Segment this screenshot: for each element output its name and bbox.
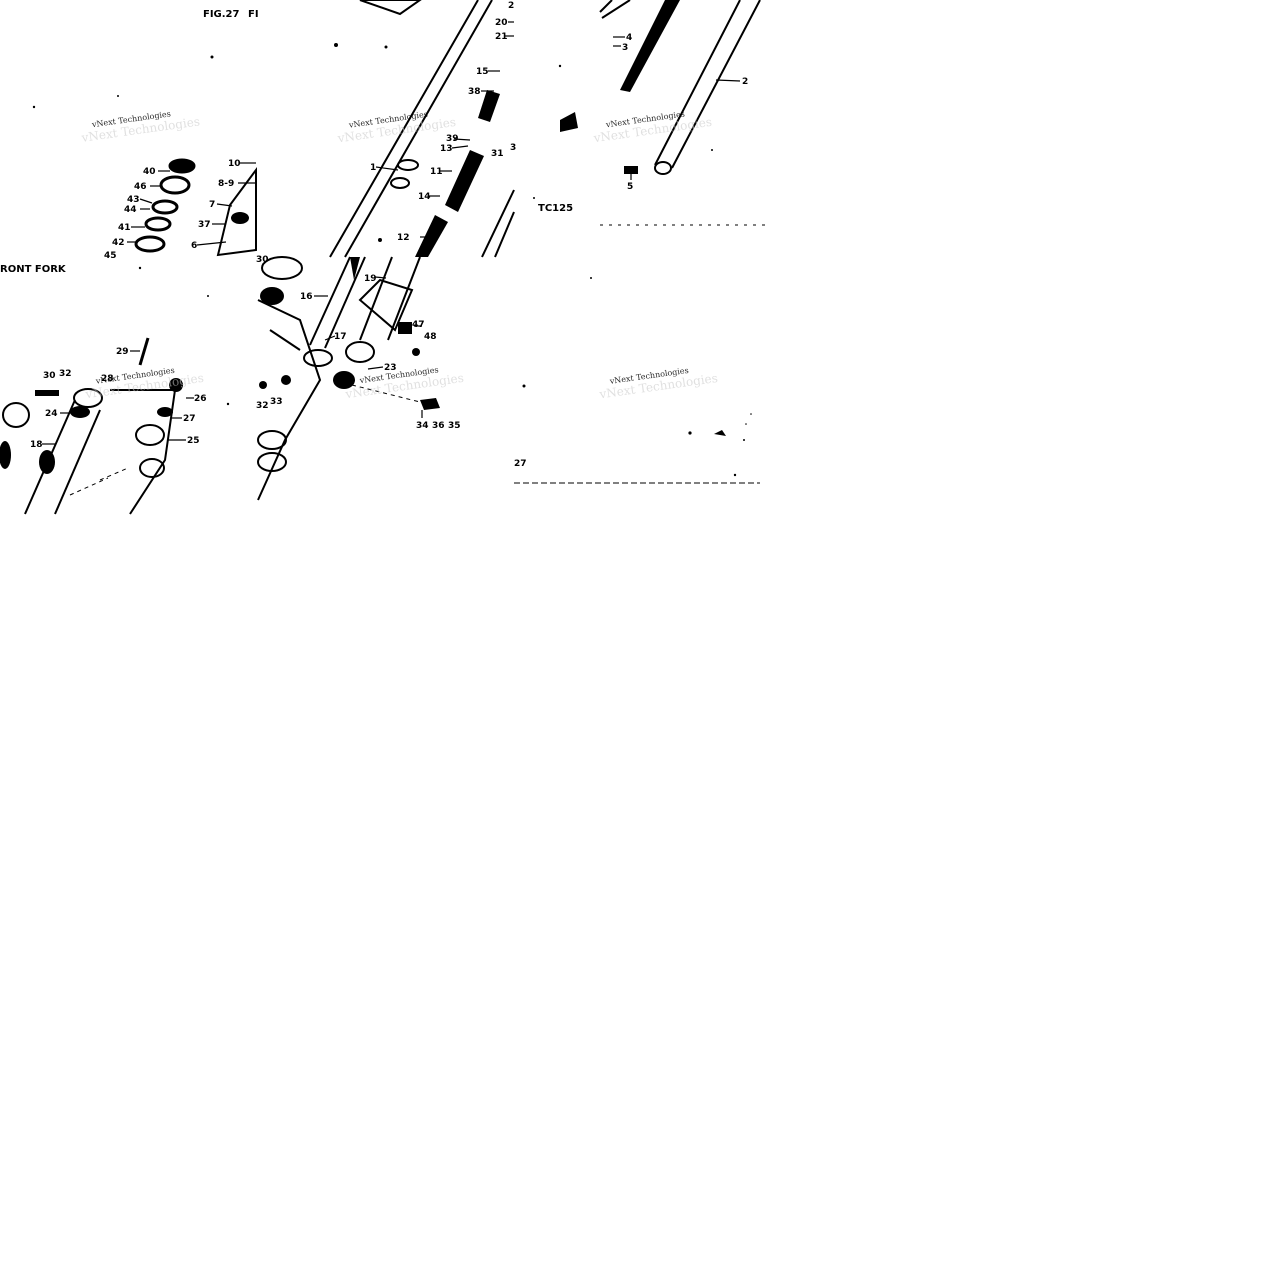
callout-39: 39 bbox=[446, 134, 459, 144]
callout-15: 15 bbox=[476, 67, 489, 77]
callout-41: 41 bbox=[118, 223, 131, 233]
callout-7: 7 bbox=[209, 200, 215, 210]
callout-40: 40 bbox=[143, 167, 156, 177]
callout-35-frag: 3 bbox=[510, 143, 516, 153]
bolt-29 bbox=[138, 337, 150, 366]
callout-44: 44 bbox=[124, 205, 137, 215]
callout-3: 3 bbox=[622, 43, 628, 53]
stem-nut bbox=[231, 212, 249, 224]
front-fork-title-fragment: RONT FORK bbox=[0, 264, 67, 275]
lower-hardware-left bbox=[0, 378, 183, 474]
callout-35: 35 bbox=[448, 421, 461, 431]
callout-5: 5 bbox=[627, 182, 633, 192]
callout-30: 30 bbox=[43, 371, 56, 381]
callout-24: 24 bbox=[45, 409, 58, 419]
callout-23: 23 bbox=[384, 363, 397, 373]
callout-45: 45 bbox=[104, 251, 117, 261]
callout-25: 25 bbox=[187, 436, 200, 446]
tile-top-middle: 1 11 14 12 15 38 13 39 31 3 20 21 2 vNex… bbox=[329, 0, 516, 258]
callout-27-b: 27 bbox=[514, 459, 527, 469]
callout-leaders-bm bbox=[314, 276, 423, 418]
callout-33: 33 bbox=[270, 397, 283, 407]
dashed-guide-bm bbox=[351, 384, 421, 403]
callout-2: 2 bbox=[742, 77, 748, 87]
figure-title-fragment: FI bbox=[248, 9, 259, 20]
callout-47: 47 bbox=[412, 320, 425, 330]
callout-43: 43 bbox=[127, 195, 140, 205]
callout-10: 10 bbox=[228, 159, 241, 169]
callout-19: 19 bbox=[364, 274, 377, 284]
figure-label: FIG.27 bbox=[203, 9, 240, 20]
callout-27: 27 bbox=[183, 414, 196, 424]
tile-bottom-left: RONT FORK 29 30 32 28 26 27 bbox=[0, 264, 230, 515]
callout-32-b: 32 bbox=[256, 401, 269, 411]
stem-fragment bbox=[216, 166, 257, 257]
callout-18: 18 bbox=[30, 440, 43, 450]
fork-spring bbox=[415, 90, 500, 257]
callout-leaders-tm bbox=[375, 21, 514, 238]
fork-outer-fragment bbox=[359, 0, 515, 258]
callout-48: 48 bbox=[424, 332, 437, 342]
speckles-bl bbox=[138, 266, 230, 406]
model-code: TC125 bbox=[538, 203, 573, 214]
callout-leaders-tr bbox=[613, 36, 741, 180]
callout-32: 32 bbox=[59, 369, 72, 379]
callout-1: 1 bbox=[370, 163, 376, 173]
callout-34: 34 bbox=[416, 421, 429, 431]
fork-tube-inner bbox=[329, 0, 493, 258]
tile-bottom-middle: 16 19 17 23 47 48 32 33 30 34 36 35 vNex… bbox=[256, 255, 465, 501]
callout-42: 42 bbox=[112, 238, 125, 248]
fork-tube-right bbox=[599, 0, 761, 175]
callout-6: 6 bbox=[191, 241, 197, 251]
callout-37: 37 bbox=[198, 220, 211, 230]
dashed-guides-bl bbox=[69, 467, 129, 496]
callout-29: 29 bbox=[116, 347, 129, 357]
speckles-tr bbox=[533, 64, 713, 199]
callout-28: 28 bbox=[101, 374, 114, 384]
callout-12: 12 bbox=[397, 233, 410, 243]
callout-14: 14 bbox=[418, 192, 431, 202]
callout-36: 36 bbox=[432, 421, 445, 431]
callout-17: 17 bbox=[334, 332, 347, 342]
callout-20: 20 bbox=[495, 18, 508, 28]
damper-rod bbox=[620, 0, 680, 92]
callout-38: 38 bbox=[468, 87, 481, 97]
callout-4: 4 bbox=[626, 33, 632, 43]
callout-31: 31 bbox=[491, 149, 504, 159]
callout-2-frag: 2 bbox=[508, 1, 514, 11]
clip-part bbox=[560, 112, 578, 132]
callout-16: 16 bbox=[300, 292, 313, 302]
callout-8-9: 8-9 bbox=[218, 179, 234, 189]
fork-bottom-assembly bbox=[257, 256, 421, 501]
callout-leaders-bl bbox=[42, 350, 194, 445]
fork-bottom-hardware bbox=[259, 257, 440, 410]
bearing-stack bbox=[134, 158, 196, 253]
callout-11: 11 bbox=[430, 167, 443, 177]
callout-13: 13 bbox=[440, 144, 453, 154]
speckles-br bbox=[522, 277, 752, 477]
speckles-tl bbox=[32, 55, 214, 109]
callout-30-frag: 30 bbox=[256, 255, 269, 265]
callout-26: 26 bbox=[194, 394, 207, 404]
callout-46: 46 bbox=[134, 182, 147, 192]
drain-bolt bbox=[624, 166, 638, 174]
speckles-tm bbox=[334, 43, 388, 242]
callout-21: 21 bbox=[495, 32, 508, 42]
